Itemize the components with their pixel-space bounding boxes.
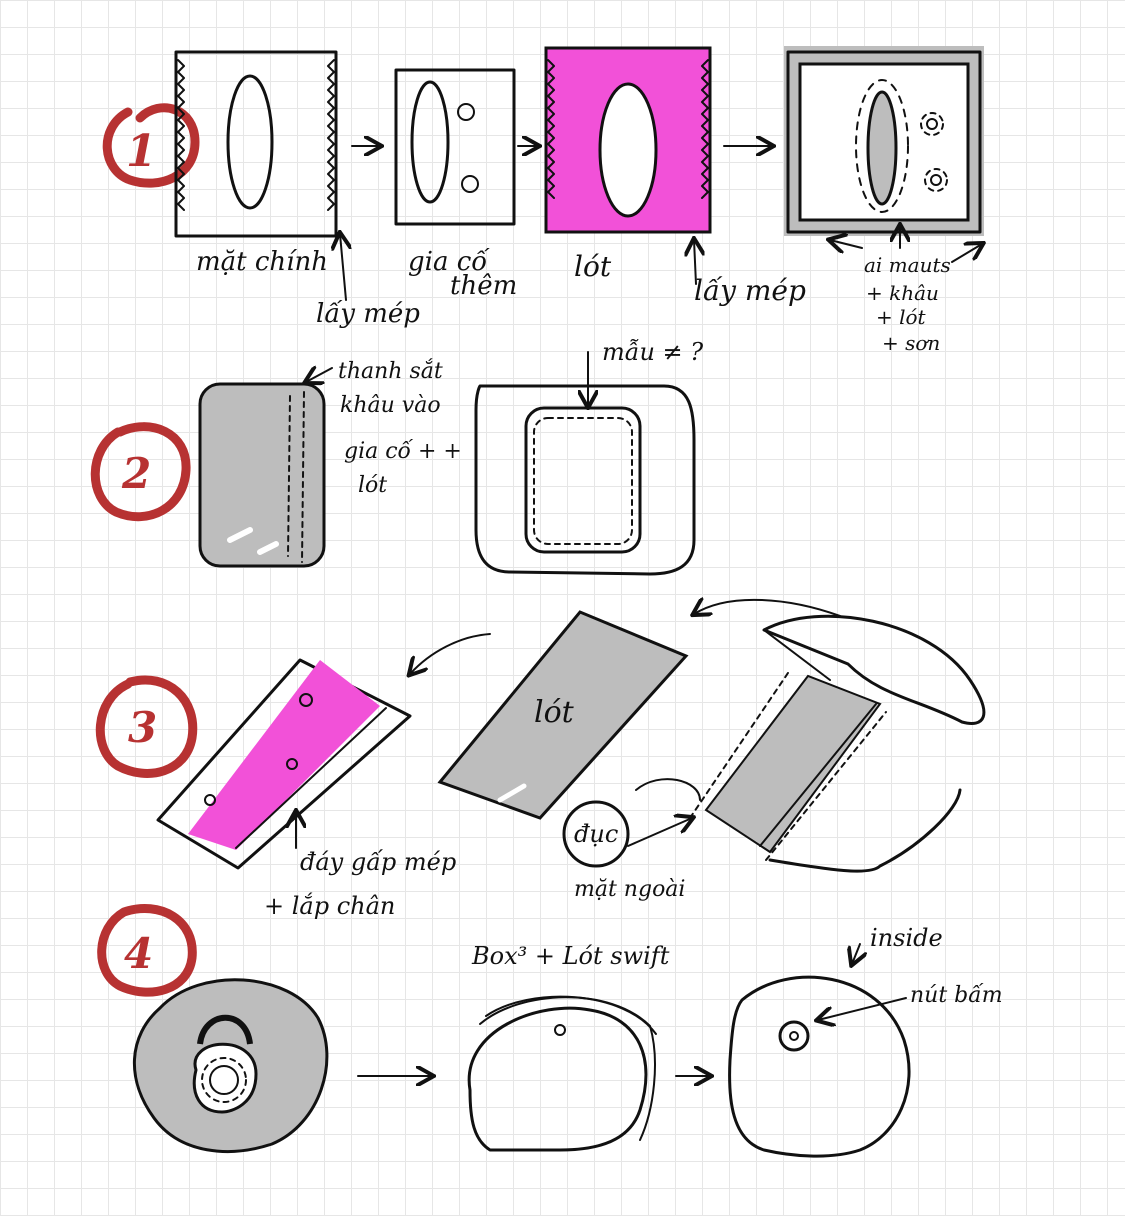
- punch-tool: đục: [562, 800, 692, 868]
- step-badge-3: 3: [95, 675, 198, 778]
- arrow-note-right: [951, 244, 982, 263]
- arrow-curve-1: [410, 633, 491, 674]
- folded-outer-shell: [635, 614, 986, 873]
- label-reinforce-line2: thêm: [450, 271, 517, 301]
- step-number-4: 4: [124, 929, 153, 978]
- step-badge-4: 4: [97, 904, 197, 997]
- panel-main-face: [174, 50, 338, 238]
- step-number-2: 2: [121, 449, 151, 498]
- rounded-panel-outline: [474, 384, 696, 576]
- label-outer-face: mặt ngoài: [574, 877, 685, 902]
- arrow-edge-1: [340, 234, 346, 301]
- note-bar-2: khâu vào: [340, 393, 441, 418]
- note-base-1: đáy gấp mép: [300, 848, 456, 876]
- note-assembly-4: + sơn: [882, 331, 940, 355]
- base-strip-pink: [156, 658, 412, 870]
- box-dome-layered: [467, 995, 657, 1152]
- note-assembly-2: + khâu: [866, 281, 939, 305]
- label-edge-2: lấy mép: [694, 274, 806, 307]
- arrow-button: [818, 997, 907, 1020]
- label-lining-strip: lót: [534, 695, 575, 730]
- round-panel-grey: [133, 978, 329, 1153]
- label-punch: đục: [574, 820, 618, 848]
- note-bar-3: gia cố + +: [344, 438, 462, 464]
- arrow-curve-2: [694, 600, 841, 616]
- arrow-bar-note: [306, 368, 333, 382]
- label-inside: inside: [870, 924, 943, 952]
- panel-reinforcement: [394, 68, 516, 226]
- note-assembly-3: + lót: [876, 305, 927, 329]
- arrow-edge-2: [694, 240, 696, 285]
- note-assembly-1: ai mauts: [864, 253, 951, 277]
- note-bar-4: lót: [358, 473, 387, 498]
- arrow-inside: [852, 943, 860, 964]
- question-note: mẫu ≠ ?: [602, 338, 703, 366]
- note-bar-1: thanh sắt: [338, 358, 443, 384]
- panel-lining: [544, 46, 712, 234]
- round-inside-view: [728, 975, 911, 1158]
- rounded-panel-grey: [198, 382, 326, 568]
- step-badge-2: 2: [90, 422, 191, 522]
- label-main-face: mặt chính: [196, 247, 328, 277]
- note-base-2: + lắp chân: [264, 892, 395, 920]
- box-title: Box³ + Lót swift: [471, 942, 670, 970]
- label-button: nút bấm: [910, 982, 1003, 1008]
- step-number-1: 1: [126, 126, 157, 177]
- lining-strip-grey: [437, 610, 689, 820]
- label-lining: lót: [574, 250, 612, 283]
- step-number-3: 3: [128, 703, 157, 752]
- label-edge-1: lấy mép: [316, 299, 420, 329]
- label-reinforce-line1: gia cố: [408, 247, 490, 277]
- panel-assembled: [784, 46, 984, 236]
- arrow-note-left: [830, 240, 863, 248]
